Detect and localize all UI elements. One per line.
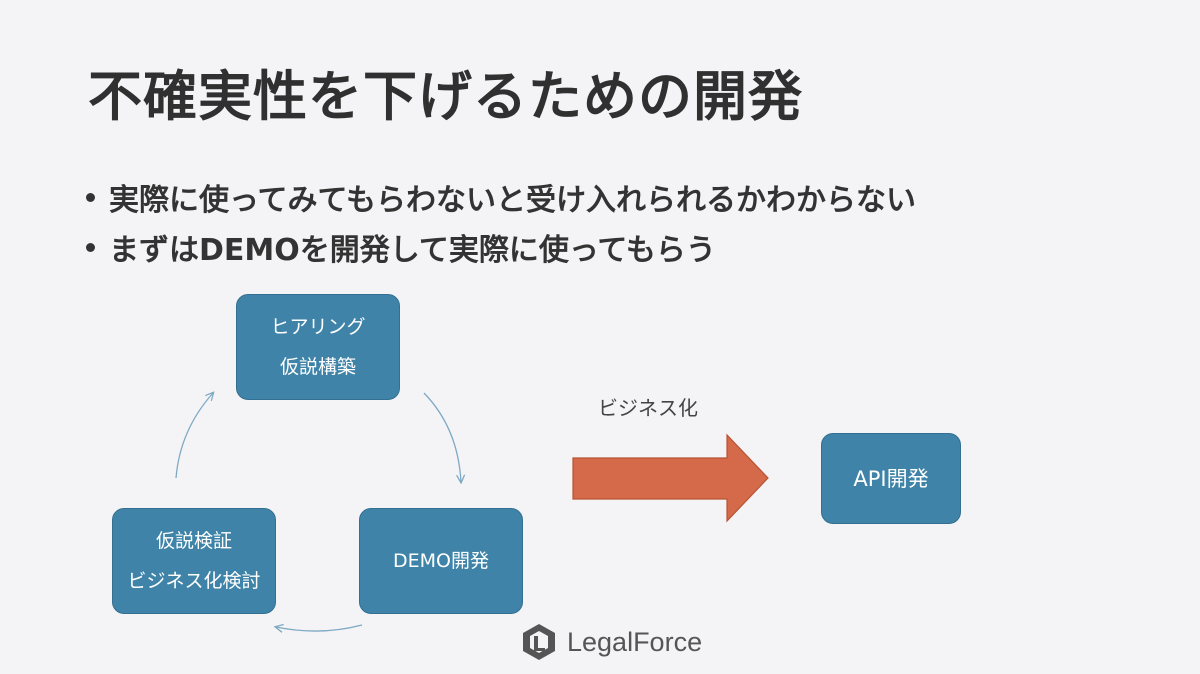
- slide-title: 不確実性を下げるための開発: [88, 65, 803, 128]
- cycle-arrow-demo-to-verify: [276, 625, 363, 631]
- cycle-box-hearing: ヒアリング 仮説構築: [236, 294, 400, 400]
- cycle-box-verify: 仮説検証 ビジネス化検討: [112, 508, 276, 614]
- bullet-dot-icon: [86, 242, 95, 252]
- brand-logo: LegalForce: [519, 622, 702, 662]
- bullet-list: 実際に使ってみてもらわないと受け入れられるかわからない まずはDEMOを開発して…: [86, 172, 916, 272]
- bullet-text: まずはDEMOを開発して実際に使ってもらう: [109, 233, 716, 268]
- bullet-dot-icon: [86, 192, 95, 202]
- box-label: 仮説構築: [279, 356, 356, 378]
- big-arrow-shape: [572, 433, 769, 523]
- box-label: DEMO開発: [393, 550, 489, 572]
- bullet-text: 実際に使ってみてもらわないと受け入れられるかわからない: [109, 183, 916, 218]
- box-label: API開発: [853, 466, 929, 491]
- api-box: API開発: [821, 433, 961, 524]
- legalforce-logo-icon: [523, 624, 555, 660]
- cycle-box-demo: DEMO開発: [359, 508, 523, 614]
- arrow-label: ビジネス化: [598, 396, 698, 420]
- box-label: ヒアリング: [270, 316, 366, 338]
- box-label: 仮説検証: [155, 530, 232, 552]
- cycle-arrow-verify-to-hearing: [175, 393, 213, 479]
- logo-text: LegalForce: [567, 626, 703, 657]
- bullet-item: 実際に使ってみてもらわないと受け入れられるかわからない: [86, 172, 916, 222]
- cycle-arrow-hearing-to-demo: [423, 392, 461, 482]
- bullet-item: まずはDEMOを開発して実際に使ってもらう: [86, 222, 916, 272]
- box-label: ビジネス化検討: [127, 570, 261, 592]
